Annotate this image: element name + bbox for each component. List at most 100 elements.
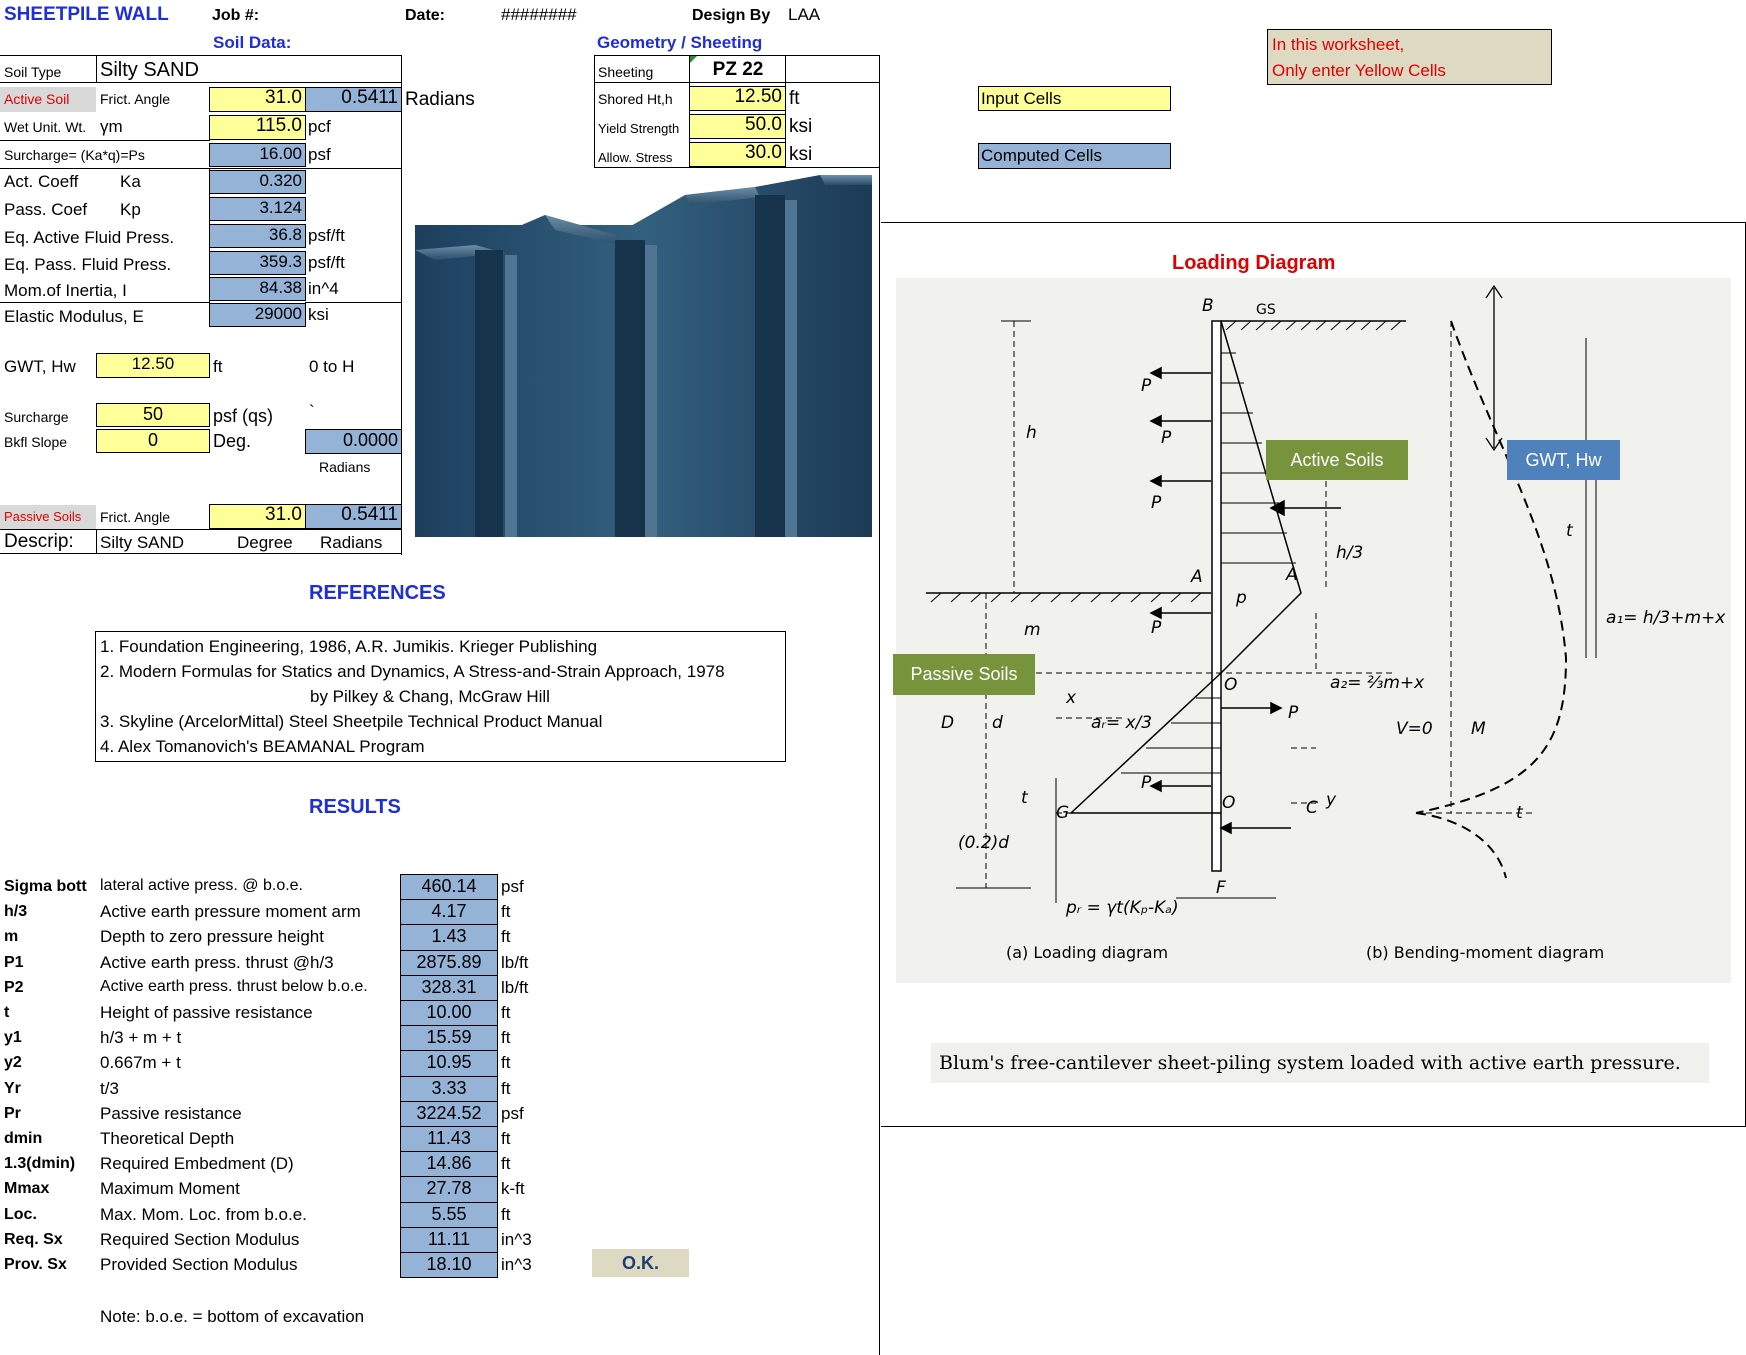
descrip-label: Descrip: <box>4 531 74 552</box>
label-ar: aᵣ= x/3 <box>1091 713 1152 733</box>
active-soil-label: Active Soil <box>0 87 96 112</box>
result-description: lateral active press. @ b.o.e. <box>100 877 303 894</box>
design-by-value[interactable]: LAA <box>788 5 821 24</box>
gwt-hw-tag: GWT, Hw <box>1507 440 1620 480</box>
label-t3: t <box>1566 521 1574 541</box>
radians-label-2: Radians <box>320 533 383 552</box>
active-frict-angle-input[interactable]: 31.0 <box>209 87 306 112</box>
date-label: Date: <box>405 7 446 24</box>
reference-3: 3. Skyline (ArcelorMittal) Steel Sheetpi… <box>100 712 603 731</box>
eq-pass-label: Eq. Pass. Fluid Press. <box>4 255 172 274</box>
surcharge-input[interactable]: 50 <box>96 403 210 427</box>
result-label: y1 <box>4 1029 22 1047</box>
passive-frict-angle-input[interactable]: 31.0 <box>209 504 306 529</box>
surcharge-ps-label: Surcharge= (Ka*q)=Ps <box>4 147 145 163</box>
result-description: Active earth pressure moment arm <box>100 902 361 922</box>
passive-soils-label: Passive Soils <box>0 505 96 529</box>
label-t2: t <box>1516 803 1524 823</box>
label-p1: p <box>1235 588 1247 608</box>
result-label: h/3 <box>4 903 28 921</box>
input-cells-legend: Input Cells <box>978 86 1171 111</box>
instruction-line-2: Only enter Yellow Cells <box>1272 61 1446 80</box>
gwt-input[interactable]: 12.50 <box>96 353 210 378</box>
descrip-value[interactable]: Silty SAND <box>100 533 185 552</box>
result-label: t <box>4 1004 10 1021</box>
label-Prs: P <box>1288 703 1299 723</box>
result-description: Passive resistance <box>100 1103 242 1123</box>
bkfl-label: Bkfl Slope <box>4 434 68 450</box>
kp-label: Kp <box>120 200 141 219</box>
label-h: h <box>1026 423 1037 443</box>
job-label: Job #: <box>212 7 260 24</box>
allow-input[interactable]: 30.0 <box>689 142 786 167</box>
result-value: 10.00 <box>400 1000 498 1027</box>
date-value[interactable]: ######## <box>501 5 577 24</box>
eq-pass-value: 359.3 <box>209 251 306 275</box>
surcharge-unit: psf (qs) <box>213 406 274 426</box>
references-heading: REFERENCES <box>309 582 446 604</box>
references-box: 1. Foundation Engineering, 1986, A.R. Ju… <box>95 631 786 762</box>
wet-unit-input[interactable]: 115.0 <box>209 115 306 140</box>
bkfl-radians-label: Radians <box>319 459 371 475</box>
result-label: Prov. Sx <box>4 1256 67 1273</box>
label-Mmax: M <box>1471 719 1486 739</box>
result-description: Required Embedment (D) <box>100 1154 294 1174</box>
ok-status-badge: O.K. <box>592 1249 689 1277</box>
label-GS: GS <box>1256 302 1276 318</box>
footnote: Note: b.o.e. = bottom of excavation <box>100 1307 365 1326</box>
result-unit: ft <box>501 1154 511 1174</box>
yield-unit: ksi <box>789 116 813 137</box>
surcharge-ps-value: 16.00 <box>209 143 306 167</box>
result-description: Depth to zero pressure height <box>100 927 324 947</box>
gwt-unit: ft <box>213 357 223 376</box>
surcharge-label: Surcharge <box>4 409 69 425</box>
result-unit: lb/ft <box>501 977 529 997</box>
label-t: t <box>1021 788 1029 808</box>
computed-cells-legend: Computed Cells <box>978 143 1171 169</box>
results-heading: RESULTS <box>309 796 401 818</box>
soil-data-heading: Soil Data: <box>213 33 292 52</box>
result-value: 2875.89 <box>400 949 498 976</box>
result-description: Required Section Modulus <box>100 1229 300 1249</box>
label-O: O <box>1222 793 1235 813</box>
sheeting-value[interactable]: PZ 22 <box>712 59 764 80</box>
label-a1: a₁= h/3+m+x <box>1606 608 1726 628</box>
design-by-label: Design By <box>692 7 771 24</box>
tick-mark: ` <box>309 402 315 421</box>
reference-1: 1. Foundation Engineering, 1986, A.R. Ju… <box>100 637 598 656</box>
bkfl-unit: Deg. <box>213 431 252 451</box>
label-F: F <box>1216 878 1226 898</box>
result-description: Active earth press. thrust @h/3 <box>100 952 334 972</box>
allow-label: Allow. Stress <box>598 150 673 165</box>
shored-input[interactable]: 12.50 <box>689 86 786 111</box>
soil-type-value[interactable]: Silty SAND <box>100 59 199 81</box>
radians-label: Radians <box>405 89 475 110</box>
passive-radians-value: 0.5411 <box>305 504 402 529</box>
result-label: P2 <box>4 978 24 996</box>
result-description: Theoretical Depth <box>100 1129 235 1148</box>
caption-bending: (b) Bending-moment diagram <box>1366 943 1604 962</box>
loading-diagram-figure: B GS P P h P h/3 A A m P p O a₂= ⅔m+x a₁… <box>896 278 1731 983</box>
result-label: y2 <box>4 1054 22 1072</box>
comment-marker <box>690 56 697 63</box>
label-P11: P <box>1161 428 1172 448</box>
kp-value: 3.124 <box>209 197 306 221</box>
result-unit: ft <box>501 902 511 922</box>
label-A1: A <box>1285 565 1298 585</box>
result-value: 3.33 <box>400 1075 498 1102</box>
label-h3: h/3 <box>1336 543 1363 563</box>
eq-active-label: Eq. Active Fluid Press. <box>4 228 175 247</box>
passive-soils-tag: Passive Soils <box>893 654 1035 695</box>
eq-active-unit: psf/ft <box>308 226 345 245</box>
yield-label: Yield Strength <box>598 121 680 136</box>
result-label: P1 <box>4 953 24 971</box>
bkfl-input[interactable]: 0 <box>96 429 210 453</box>
geometry-heading: Geometry / Sheeting <box>597 33 763 52</box>
yield-input[interactable]: 50.0 <box>689 114 786 139</box>
result-unit: ft <box>501 927 511 947</box>
loading-diagram-title: Loading Diagram <box>1172 252 1336 274</box>
label-m: m <box>1024 620 1041 640</box>
result-unit: ft <box>501 1053 511 1073</box>
wet-unit-unit: pcf <box>308 117 331 136</box>
result-label: dmin <box>4 1130 43 1147</box>
